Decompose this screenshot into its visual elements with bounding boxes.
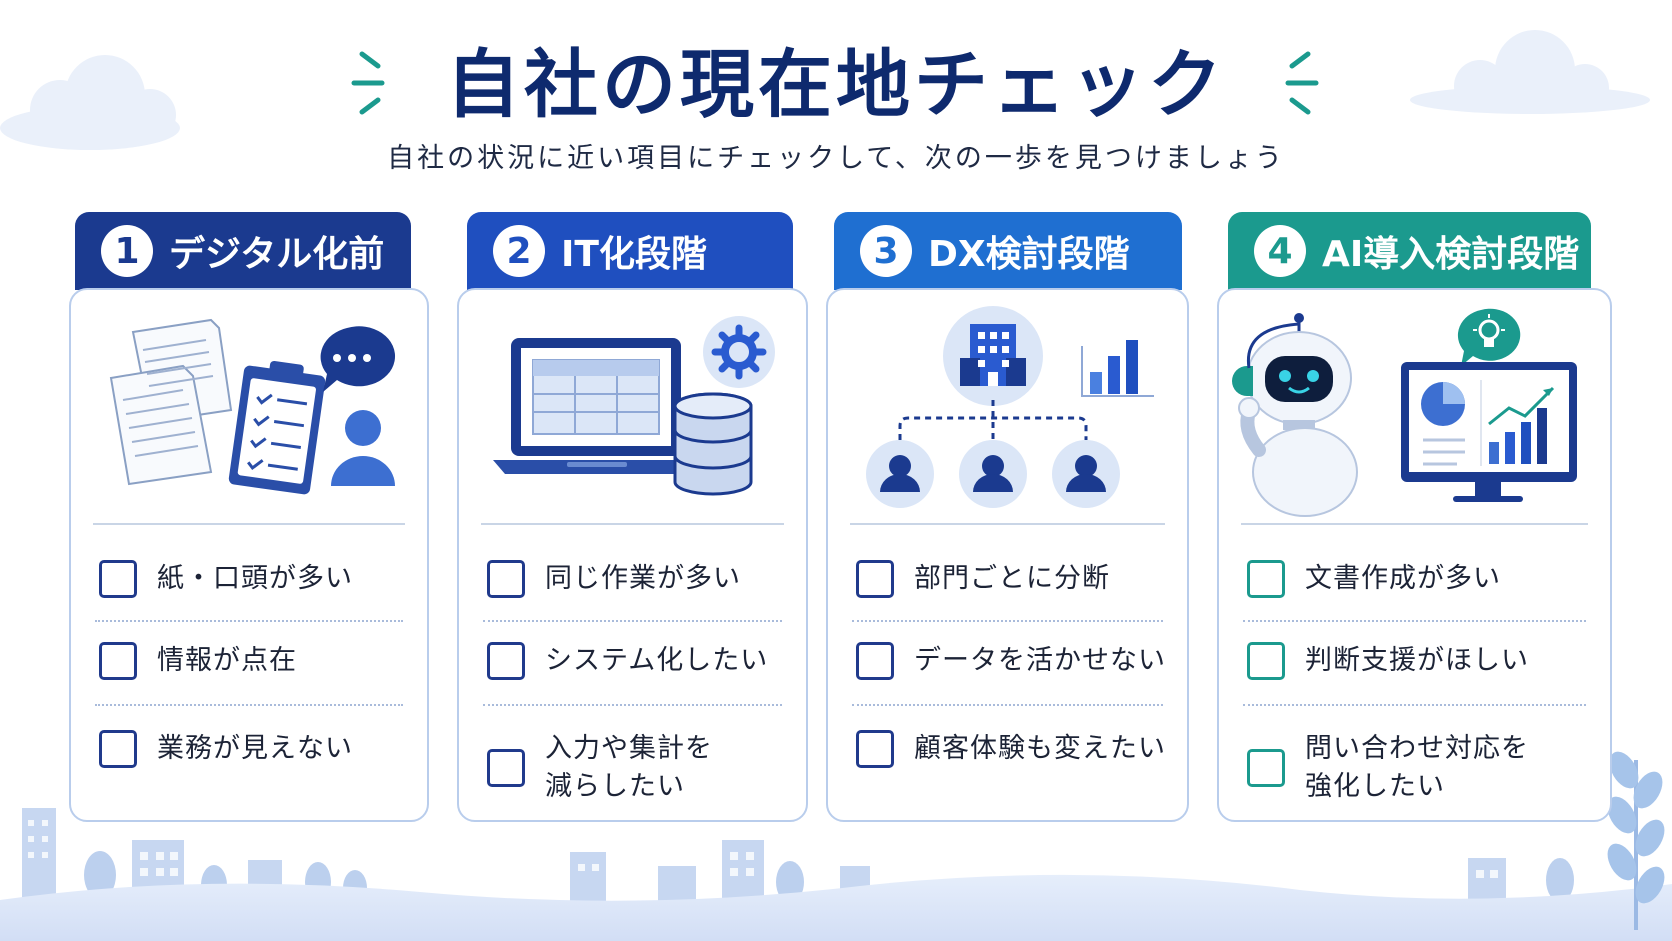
checkbox[interactable]: [487, 560, 525, 598]
check-label: 情報が点在: [157, 645, 297, 676]
checkbox[interactable]: [856, 730, 894, 768]
check-label: 部門ごとに分断: [914, 563, 1110, 594]
checkbox[interactable]: [1247, 642, 1285, 680]
stage-2-check-item[interactable]: 入力や集計を 減らしたい: [487, 730, 792, 806]
stage-3-number: 3: [860, 225, 912, 277]
stage-1-card: 紙・口頭が多い 情報が点在 業務が見えない: [69, 288, 429, 822]
cloud-left-icon: [0, 55, 180, 150]
stage-4-number: 4: [1254, 225, 1306, 277]
checkbox[interactable]: [856, 642, 894, 680]
checkbox[interactable]: [487, 749, 525, 787]
checkbox[interactable]: [1247, 560, 1285, 598]
stage-1-check-item[interactable]: 情報が点在: [99, 642, 413, 680]
page-title: 自社の現在地チェック: [446, 42, 1226, 128]
dotted-divider: [1243, 620, 1586, 622]
check-label-line-1: 問い合わせ対応を: [1305, 733, 1529, 764]
laptop-spreadsheet-database-gear-icon: [493, 316, 775, 496]
check-label-line-1: 入力や集計を: [545, 733, 713, 764]
stage-3-check-item[interactable]: 顧客体験も変えたい: [856, 730, 1173, 768]
stage-3-card: 部門ごとに分断 データを活かせない 顧客体験も変えたい: [826, 288, 1189, 822]
stage-1-number: 1: [101, 225, 153, 277]
stage-3-title: DX検討段階: [928, 234, 1130, 275]
stage-4-check-item[interactable]: 判断支援がほしい: [1247, 642, 1596, 680]
checkbox[interactable]: [487, 642, 525, 680]
dotted-divider: [852, 620, 1163, 622]
stage-3-divider: [850, 523, 1165, 525]
stage-3-check-item[interactable]: データを活かせない: [856, 642, 1173, 680]
dotted-divider: [95, 620, 403, 622]
stage-3-header: 3 DX検討段階: [834, 212, 1182, 290]
stage-4-check-item[interactable]: 問い合わせ対応を 強化したい: [1247, 730, 1596, 806]
check-label: システム化したい: [545, 645, 769, 676]
dotted-divider: [1243, 704, 1586, 706]
robot-monitor-dashboard-lightbulb-icon: [1232, 308, 1577, 517]
check-label: 文書作成が多い: [1305, 563, 1501, 594]
check-label: 判断支援がほしい: [1305, 645, 1529, 676]
check-label: 問い合わせ対応を 強化したい: [1305, 730, 1529, 806]
stage-4-title: AI導入検討段階: [1322, 234, 1580, 275]
stage-1-check-item[interactable]: 業務が見えない: [99, 730, 413, 768]
stage-3-check-item[interactable]: 部門ごとに分断: [856, 560, 1173, 598]
check-label: データを活かせない: [914, 645, 1166, 676]
stage-4-card: 文書作成が多い 判断支援がほしい 問い合わせ対応を 強化したい: [1217, 288, 1612, 822]
stage-1-title: デジタル化前: [169, 234, 385, 275]
stage-4-divider: [1241, 523, 1588, 525]
title-sparkle-left-icon: [351, 51, 385, 115]
stage-4-header: 4 AI導入検討段階: [1228, 212, 1591, 290]
stage-4-check-item[interactable]: 文書作成が多い: [1247, 560, 1596, 598]
paper-documents-clipboard-chat-person-icon: [109, 318, 396, 495]
dotted-divider: [483, 704, 782, 706]
plant-icon: [1607, 751, 1665, 930]
checkbox[interactable]: [856, 560, 894, 598]
stage-2-title: IT化段階: [561, 234, 707, 275]
stage-2-divider: [481, 523, 784, 525]
checkbox[interactable]: [99, 560, 137, 598]
stage-2-card: 同じ作業が多い システム化したい 入力や集計を 減らしたい: [457, 288, 808, 822]
checkbox[interactable]: [99, 642, 137, 680]
dotted-divider: [483, 620, 782, 622]
checkbox[interactable]: [99, 730, 137, 768]
stage-1-check-item[interactable]: 紙・口頭が多い: [99, 560, 413, 598]
check-label-line-2: 減らしたい: [545, 771, 685, 802]
check-label: 紙・口頭が多い: [157, 563, 353, 594]
stage-2-check-item[interactable]: 同じ作業が多い: [487, 560, 792, 598]
checkbox[interactable]: [1247, 749, 1285, 787]
check-label: 業務が見えない: [157, 733, 353, 764]
stage-1-divider: [93, 523, 405, 525]
stage-2-check-item[interactable]: システム化したい: [487, 642, 792, 680]
building-org-chart-people-bar-chart-icon: [866, 306, 1154, 508]
check-label: 同じ作業が多い: [545, 563, 741, 594]
check-label: 顧客体験も変えたい: [914, 733, 1166, 764]
check-label: 入力や集計を 減らしたい: [545, 730, 713, 806]
cloud-right-icon: [1410, 30, 1650, 114]
ground-hills: [0, 874, 1672, 941]
stage-1-header: 1 デジタル化前: [75, 212, 411, 290]
title-sparkle-right-icon: [1285, 51, 1319, 115]
page-subtitle: 自社の状況に近い項目にチェックして、次の一歩を見つけましょう: [387, 143, 1285, 174]
stage-2-number: 2: [493, 225, 545, 277]
dotted-divider: [852, 704, 1163, 706]
stage-2-header: 2 IT化段階: [467, 212, 793, 290]
dotted-divider: [95, 704, 403, 706]
check-label-line-2: 強化したい: [1305, 771, 1445, 802]
